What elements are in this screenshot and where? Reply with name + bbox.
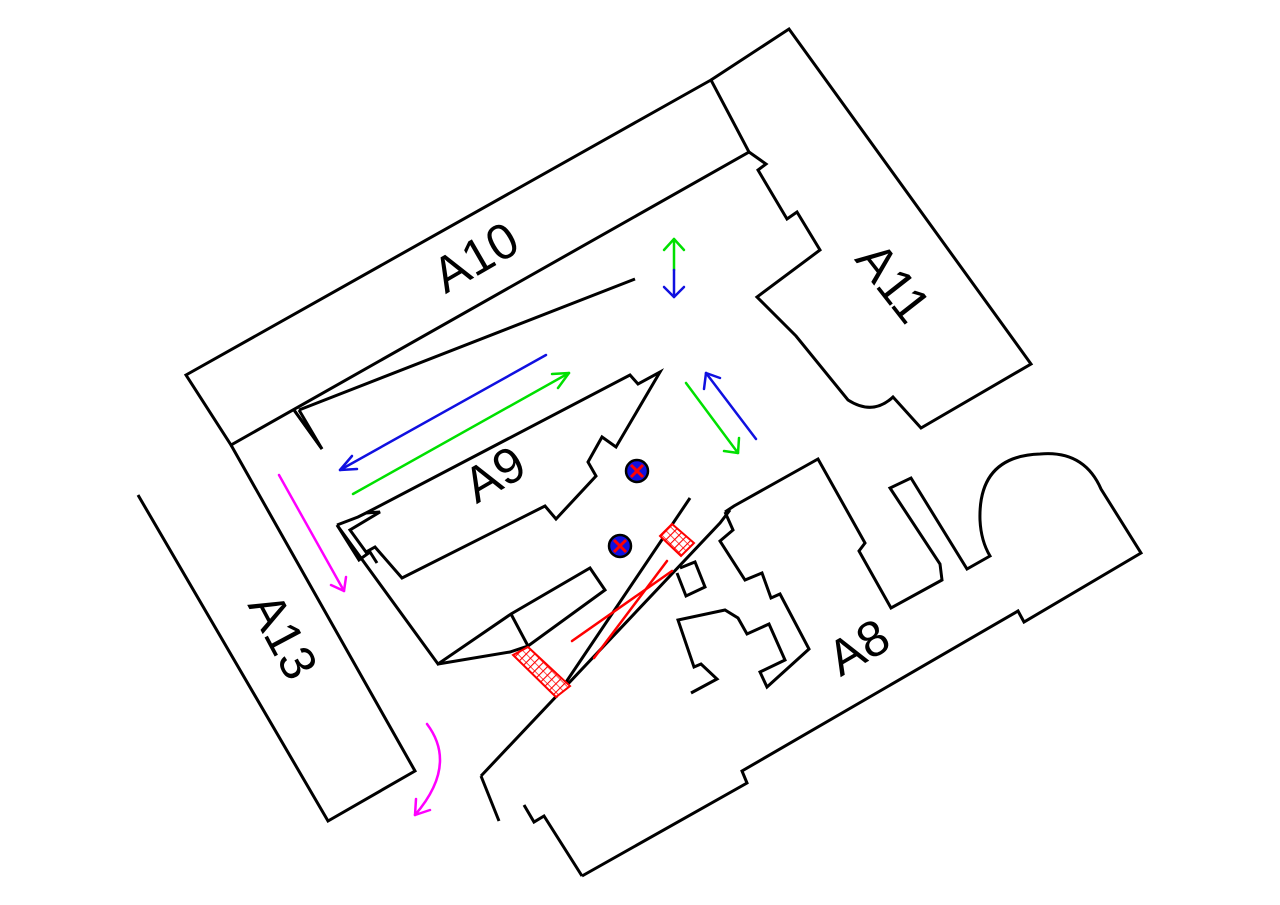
a9-lower-wall: [335, 524, 608, 667]
building-a9-corner: [335, 524, 379, 564]
flow-arrows: [277, 237, 758, 817]
blue-arrow-left: [338, 353, 548, 472]
building-a9: A9: [292, 368, 665, 580]
building-a9-annex: [336, 511, 367, 527]
hatched-barrier-icon: [511, 645, 572, 699]
building-a8-stair: [676, 511, 811, 695]
building-a11-outline: [710, 26, 1034, 430]
building-a8-base: [522, 804, 584, 877]
building-a8: A8: [522, 452, 1144, 878]
blocked-point-icon: [624, 458, 650, 484]
building-a8-outline: [581, 452, 1144, 878]
x-cross-icon: [570, 559, 674, 660]
building-a13-label: A13: [237, 584, 328, 689]
magenta-arrow-down: [277, 473, 348, 593]
building-a8-label: A8: [818, 608, 899, 687]
blue-arrow-up: [702, 371, 758, 441]
building-a8-post: [675, 560, 707, 599]
building-a10: A10: [183, 77, 752, 448]
building-a9-label: A9: [454, 435, 535, 514]
building-a9-outline: [292, 368, 665, 580]
green-arrow-right: [351, 371, 571, 496]
vertical-double-arrow: [662, 237, 686, 299]
a10-inner-wall: [298, 277, 636, 412]
blocked-crossings: [511, 522, 696, 699]
hatched-barrier-icon: [658, 522, 696, 558]
building-a13-outline: [136, 444, 418, 824]
magenta-curved-arrow: [413, 722, 442, 817]
green-arrow-down: [684, 381, 741, 455]
blocked-point-icon: [607, 533, 633, 559]
building-a13: A13: [136, 444, 418, 824]
a9-ramp-wall: [437, 644, 529, 666]
building-a11: A11: [710, 26, 1034, 430]
building-a10-label: A10: [423, 211, 528, 304]
building-a11-label: A11: [845, 232, 942, 334]
passage-wall-end: [479, 775, 501, 822]
